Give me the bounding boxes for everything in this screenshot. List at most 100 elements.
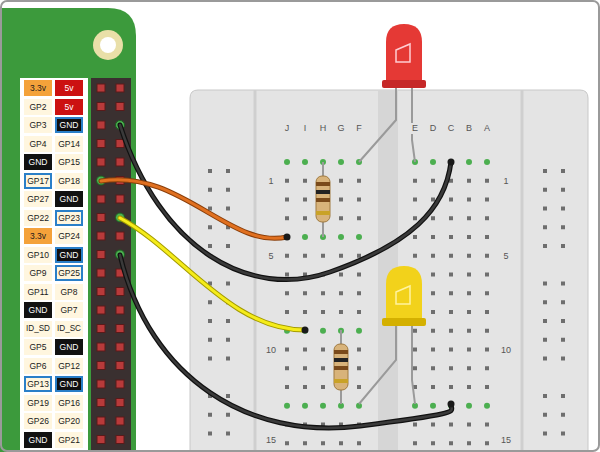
mounting-hole-center — [100, 37, 116, 53]
pin-name: GND — [60, 342, 79, 352]
breadboard-hole — [467, 198, 471, 202]
header-pin — [97, 399, 105, 407]
breadboard-hole — [320, 403, 326, 409]
breadboard-hole — [485, 198, 489, 202]
breadboard-hole — [485, 179, 489, 183]
rail-hole — [226, 432, 230, 436]
rail-hole — [543, 357, 547, 361]
breadboard-hole — [285, 198, 289, 202]
row-number: 10 — [265, 345, 277, 356]
breadboard-hole — [431, 179, 435, 183]
column-letter: E — [411, 123, 419, 134]
rail-hole — [543, 300, 547, 304]
rail-hole — [208, 300, 212, 304]
breadboard-hole — [485, 366, 489, 370]
header-pin — [116, 417, 124, 425]
breadboard-hole — [321, 310, 325, 314]
breadboard-hole — [321, 385, 325, 389]
breadboard-hole — [467, 291, 471, 295]
resistor-symbol — [334, 330, 348, 404]
gpio-pin-label: GP6 — [24, 358, 52, 374]
breadboard-hole — [303, 198, 307, 202]
breadboard-hole — [449, 216, 453, 220]
pin-name: 3.3v — [30, 231, 46, 241]
gpio-pin-label: GP22 — [24, 210, 52, 226]
breadboard-hole — [357, 216, 361, 220]
pin-name: ID_SD — [26, 324, 50, 333]
header-pin — [97, 380, 105, 388]
breadboard-hole — [357, 310, 361, 314]
rail-hole — [561, 282, 565, 286]
rail-hole — [208, 188, 212, 192]
header-pin — [116, 306, 124, 314]
header-pin — [97, 232, 105, 240]
rail-hole — [208, 319, 212, 323]
breadboard-hole — [485, 385, 489, 389]
breadboard-hole — [413, 441, 417, 445]
breadboard-hole — [467, 441, 471, 445]
gpio-pin-label: GP19 — [24, 395, 52, 411]
pin-name: GP6 — [29, 361, 46, 371]
pin-name: GND — [29, 435, 48, 445]
pin-name: GP2 — [29, 102, 46, 112]
gpio-pin-label: GP27 — [24, 191, 52, 207]
breadboard-hole — [431, 273, 435, 277]
power-5v-label: 5v — [55, 99, 83, 115]
pin-name: 5v — [65, 102, 74, 112]
breadboard-hole — [449, 441, 453, 445]
header-pin — [97, 436, 105, 444]
breadboard-hole — [339, 310, 343, 314]
column-letter: J — [284, 123, 291, 134]
header-pin — [116, 158, 124, 166]
header-pin — [97, 417, 105, 425]
gpio-pin-label: GP5 — [24, 339, 52, 355]
pin-name: GND — [29, 157, 48, 167]
rail-hole — [208, 432, 212, 436]
breadboard-hole — [285, 291, 289, 295]
header-pin — [97, 306, 105, 314]
breadboard-hole — [485, 291, 489, 295]
pi-board — [0, 8, 136, 452]
rail-hole — [543, 169, 547, 173]
gpio-pin-label: GP11 — [24, 284, 52, 300]
rail-hole — [226, 394, 230, 398]
breadboard-hole — [467, 216, 471, 220]
rail-hole — [543, 188, 547, 192]
pin-name: GP3 — [29, 120, 46, 130]
breadboard-hole — [285, 310, 289, 314]
rail-hole — [226, 338, 230, 342]
breadboard-hole — [303, 385, 307, 389]
header-pin — [116, 343, 124, 351]
breadboard-hole — [413, 366, 417, 370]
header-pin — [97, 288, 105, 296]
gpio-pin-label: GP7 — [55, 302, 83, 318]
rail-hole — [561, 244, 565, 248]
header-pin — [97, 158, 105, 166]
rail-hole — [561, 432, 565, 436]
rail-hole — [561, 319, 565, 323]
gpio-pin-label: GP8 — [55, 284, 83, 300]
breadboard-hole — [466, 159, 472, 165]
breadboard-hole — [413, 254, 417, 258]
breadboard-hole — [467, 235, 471, 239]
pin-name: GP17 — [27, 176, 49, 186]
breadboard-hole — [485, 273, 489, 277]
pin-name: GP5 — [29, 342, 46, 352]
pin-name: GP22 — [27, 213, 49, 223]
breadboard-hole — [485, 329, 489, 333]
pin-name: GP4 — [29, 139, 46, 149]
breadboard-hole — [357, 254, 361, 258]
gpio-pin-label: GP4 — [24, 136, 52, 152]
breadboard-hole — [467, 423, 471, 427]
breadboard-hole — [303, 348, 307, 352]
rail-hole — [561, 357, 565, 361]
breadboard-hole — [321, 366, 325, 370]
pin-name: GND — [29, 305, 48, 315]
header-pin — [97, 103, 105, 111]
breadboard-hole — [449, 273, 453, 277]
wire-end — [284, 234, 291, 241]
power-5v-label: 5v — [55, 80, 83, 96]
rail-hole — [226, 357, 230, 361]
